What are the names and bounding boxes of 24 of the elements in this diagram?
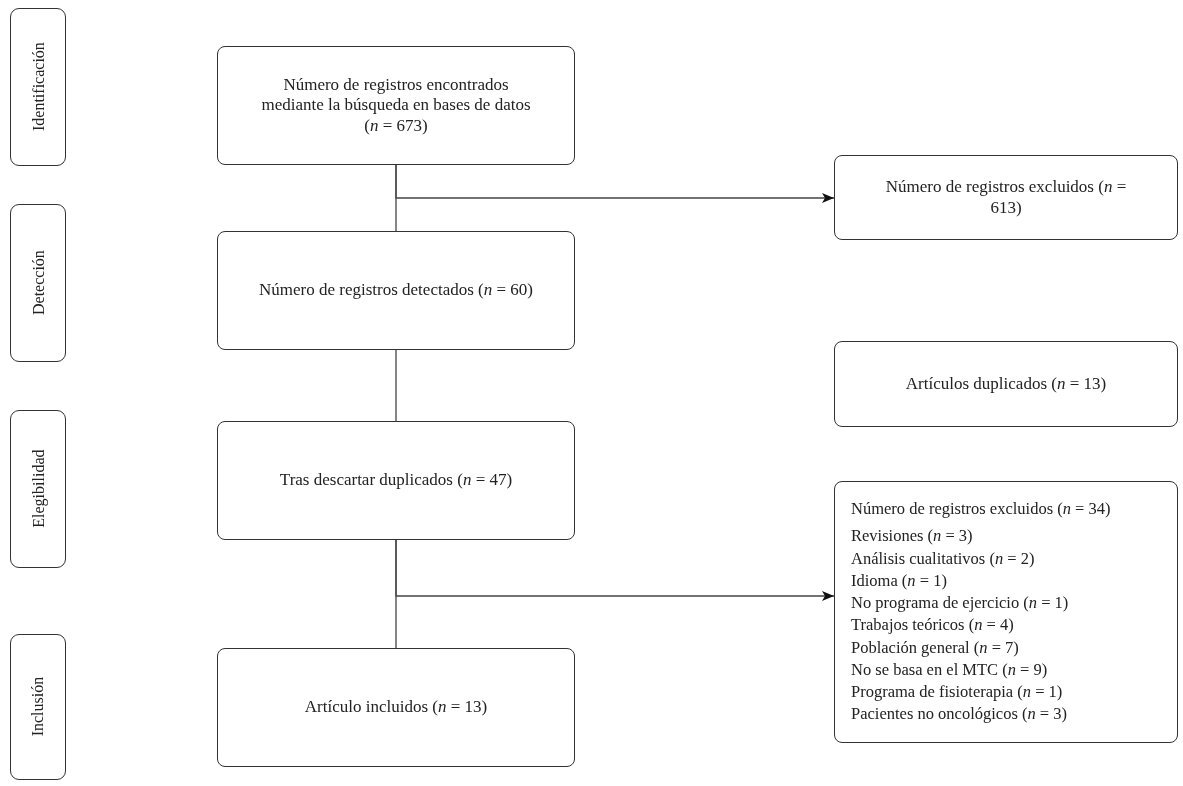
process-box: Artículos duplicados (n = 13) bbox=[834, 341, 1178, 427]
process-box: Número de registros encontrados mediante la búsqueda en bases de datos (n = 673) bbox=[217, 46, 575, 165]
stage-label: Inclusión bbox=[10, 634, 66, 780]
process-box: Artículo incluidos (n = 13) bbox=[217, 648, 575, 767]
list-item: Revisiones (n = 3) bbox=[851, 525, 973, 548]
box-heading: Número de registros excluidos (n = 34) bbox=[851, 498, 1111, 520]
arrow bbox=[395, 164, 835, 203]
connector-line bbox=[395, 349, 397, 422]
list-item: Programa de fisioterapia (n = 1) bbox=[851, 681, 1063, 704]
arrow bbox=[395, 539, 835, 601]
list-item: No se basa en el MTC (n = 9) bbox=[851, 658, 1048, 681]
process-box: Tras descartar duplicados (n = 47) bbox=[217, 421, 575, 540]
stage-label: Detección bbox=[10, 204, 66, 362]
process-box: Número de registros detectados (n = 60) bbox=[217, 231, 575, 350]
list-item: Trabajos teóricos (n = 4) bbox=[851, 614, 1014, 637]
process-box: Número de registros excluidos (n = 613) bbox=[834, 155, 1178, 240]
list-item: No programa de ejercicio (n = 1) bbox=[851, 592, 1069, 615]
stage-label: Identificación bbox=[10, 8, 66, 166]
list-item: Pacientes no oncológicos (n = 3) bbox=[851, 703, 1067, 726]
list-item: Población general (n = 7) bbox=[851, 636, 1019, 659]
exclusion-box bbox=[834, 481, 1178, 743]
list-item: Análisis cualitativos (n = 2) bbox=[851, 547, 1035, 570]
stage-label: Elegibilidad bbox=[10, 410, 66, 568]
list-item: Idioma (n = 1) bbox=[851, 569, 947, 592]
